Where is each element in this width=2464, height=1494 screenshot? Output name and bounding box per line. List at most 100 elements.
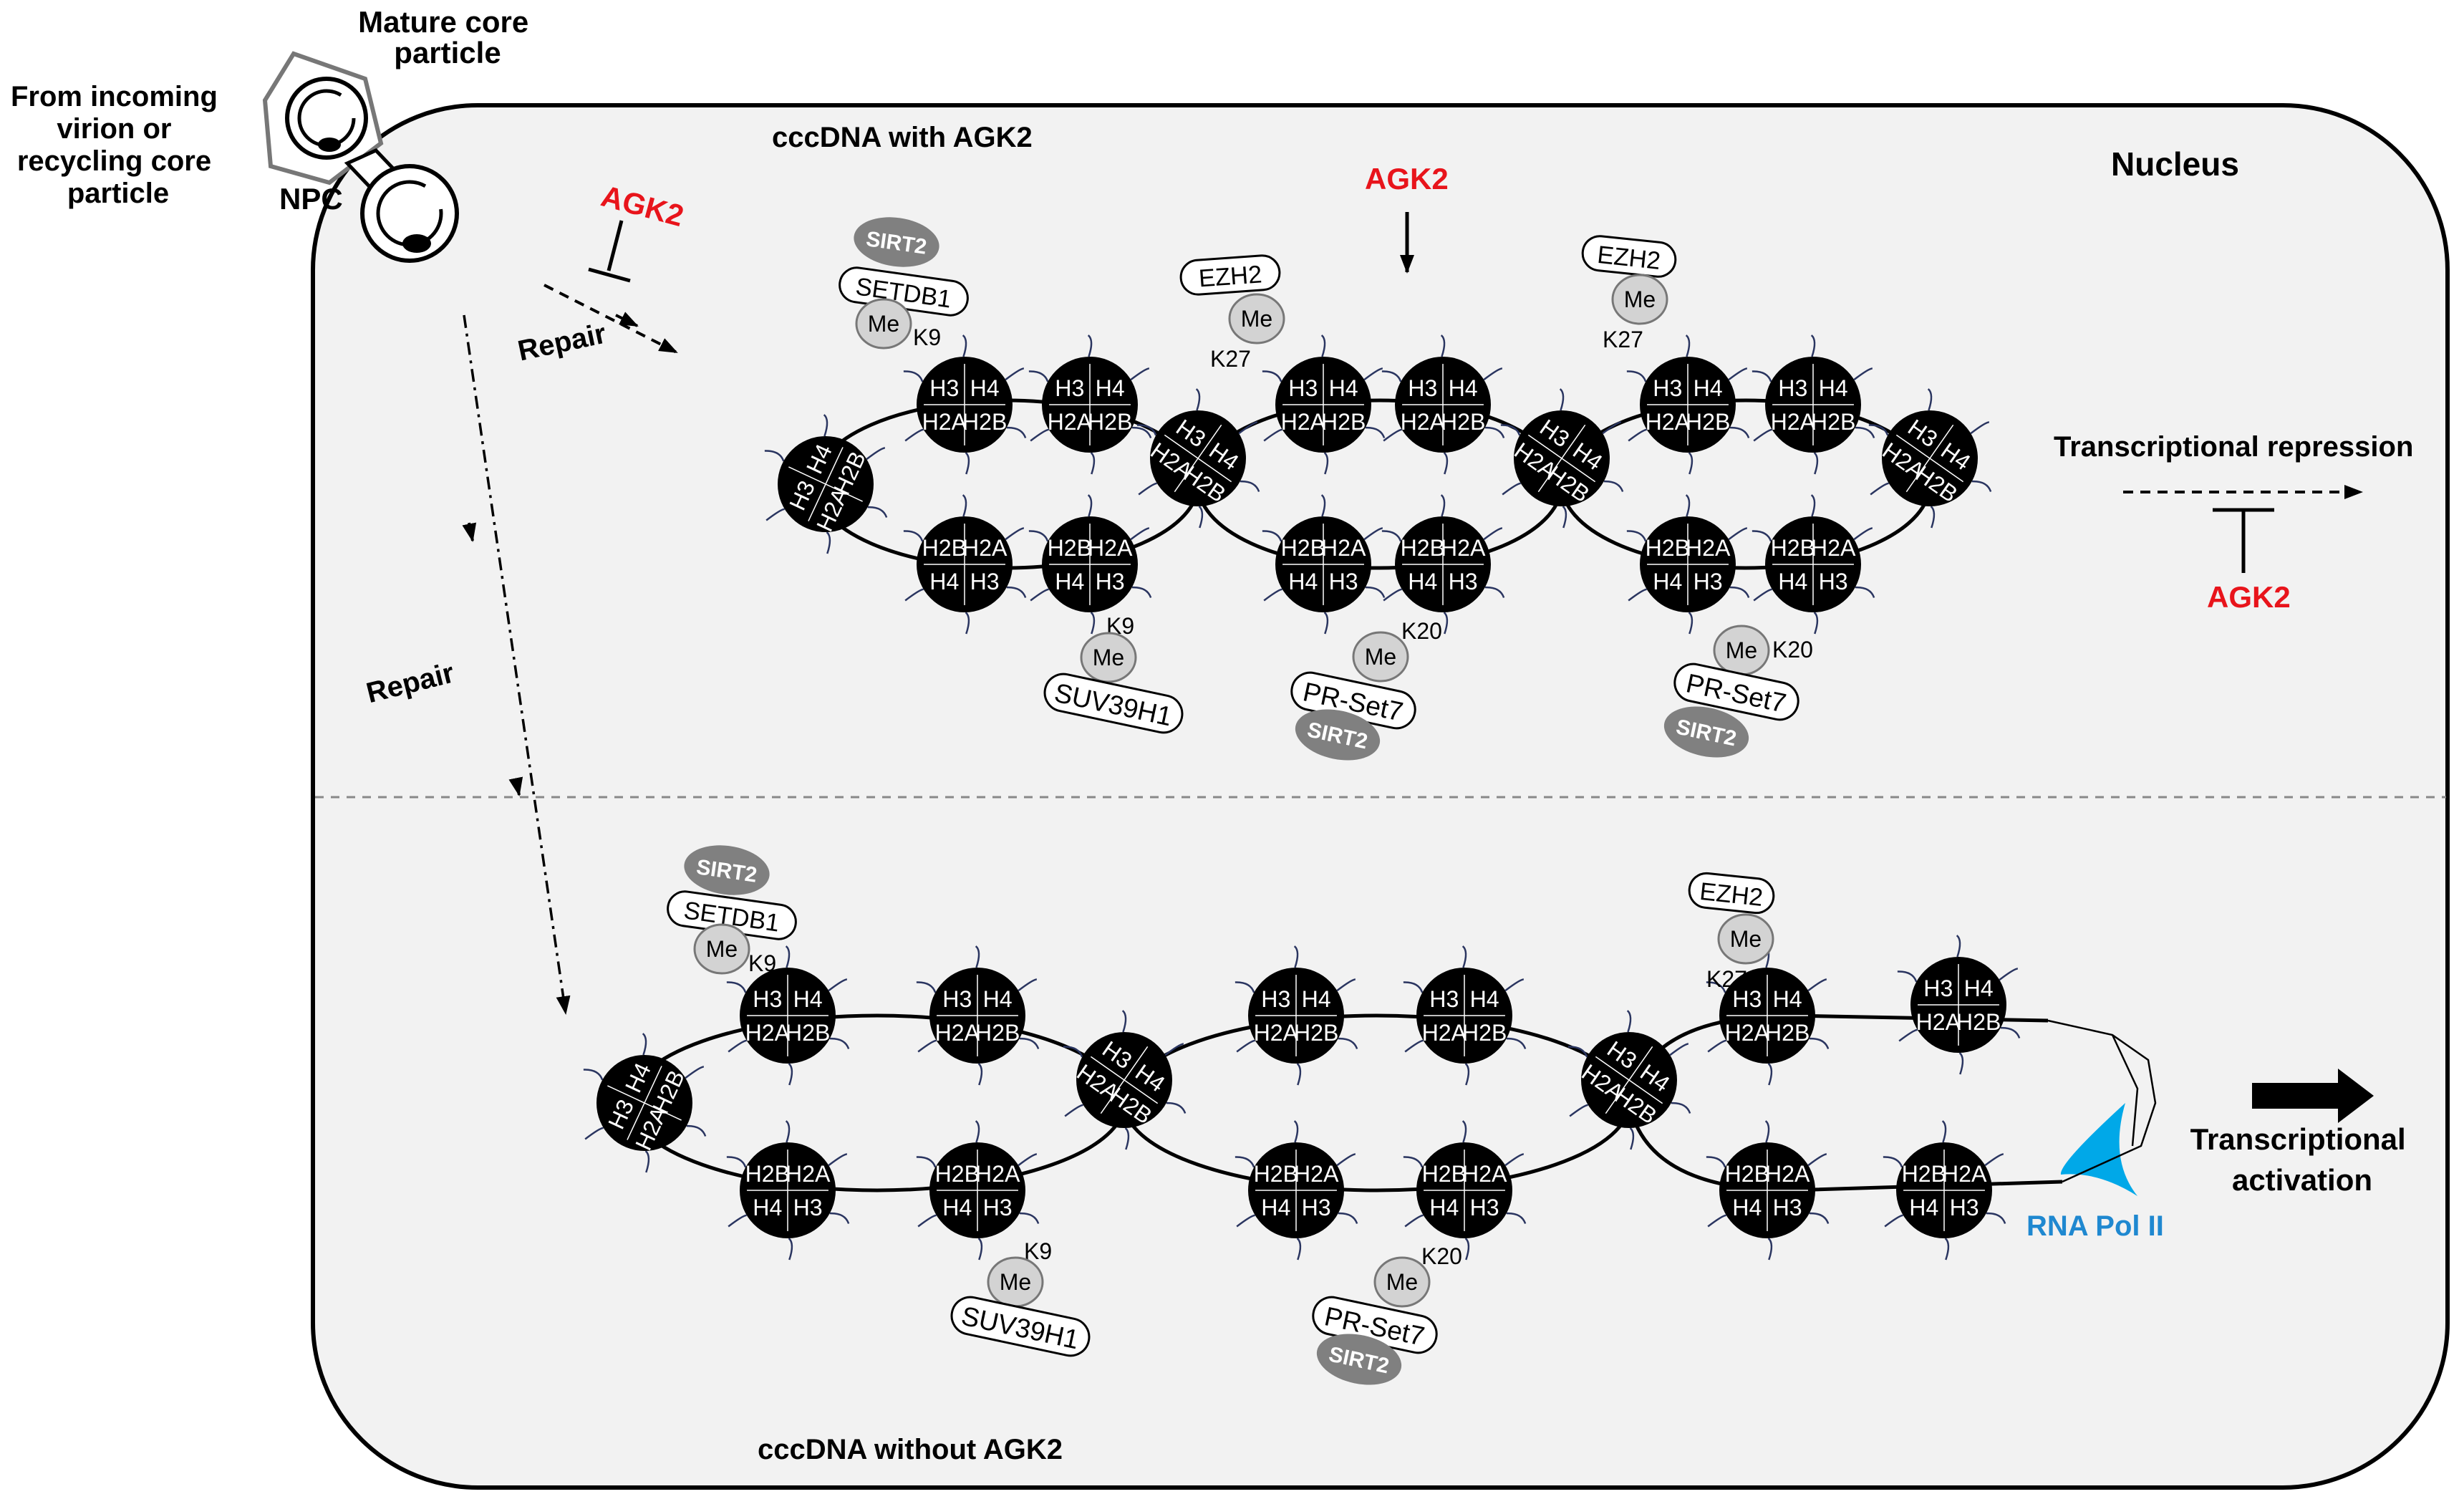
histone-label: H2A [1321, 535, 1366, 561]
histone-tail [1941, 1120, 1947, 1143]
histone-tail [1567, 1046, 1588, 1058]
histone-tail [2000, 1026, 2021, 1038]
me-badge: Me [1717, 913, 1774, 965]
histone-tail [1124, 1127, 1130, 1150]
histone-tail [1506, 1037, 1527, 1049]
histone-tail [1628, 588, 1647, 602]
histone-tail [1628, 428, 1647, 442]
histone-tail [1198, 506, 1204, 529]
histone-tail [1130, 527, 1150, 541]
histone-tail [728, 1214, 747, 1228]
histone-tail [1262, 530, 1282, 542]
histone-tail [1296, 1238, 1302, 1261]
me-badge: Me [693, 923, 750, 975]
histone-tail [785, 1120, 791, 1143]
histone-tail [1130, 367, 1150, 381]
histone-tail [1464, 1063, 1470, 1086]
histone-label: H2A [786, 1161, 831, 1187]
histone-tail [1500, 424, 1521, 436]
histone-label: H2A [1088, 535, 1133, 561]
histone-tail [1930, 506, 1936, 529]
me-label: Me [706, 936, 738, 962]
histone-tail [1809, 1212, 1830, 1224]
histone-tail [1365, 586, 1386, 598]
histone-tail [1944, 1238, 1950, 1261]
histone-label: H2B [1321, 409, 1366, 435]
histone-label: H2A [1686, 535, 1731, 561]
histone-tail [1706, 1156, 1726, 1168]
histone-tail [1729, 586, 1750, 598]
histone-label: H3 [1923, 975, 1953, 1001]
histone-label: H3 [1819, 569, 1848, 594]
histone-label: H3 [1778, 375, 1807, 401]
histone-label: H2A [1462, 1161, 1507, 1187]
histone-tail [1030, 588, 1049, 602]
histone-label: H2A [1765, 1161, 1810, 1187]
histone-tail [917, 1039, 937, 1053]
histone-label: H2A [1401, 409, 1446, 435]
histone-label: H3 [1694, 569, 1723, 594]
histone-label: H3 [1950, 1195, 1979, 1220]
histone-tail [1506, 1212, 1527, 1224]
histone-label: H4 [1819, 375, 1848, 401]
histone-tail [903, 530, 924, 542]
histone-tail [1403, 1156, 1424, 1168]
histone-tail [1019, 1212, 1040, 1224]
histone-label: H2A [1916, 1009, 1961, 1035]
histone-tail [1688, 612, 1694, 635]
histone-tail [1688, 452, 1694, 475]
repression-block: Transcriptional repression AGK2 [2054, 431, 2413, 614]
histone-tail [1018, 978, 1038, 992]
histone-tail [1855, 426, 1875, 438]
histone-tail [1958, 1052, 1964, 1075]
sirt2-badge: SIRT2 [1663, 706, 1749, 758]
histone-tail [1164, 1043, 1184, 1056]
histone-tail [1336, 978, 1356, 992]
histone-tail [1626, 370, 1647, 382]
histone-tail [916, 1156, 937, 1168]
me-badge: Me [855, 298, 912, 350]
histone-tail [1338, 1037, 1358, 1049]
histone-tail [1262, 370, 1282, 382]
histone-label: H2A [1811, 535, 1856, 561]
histone-label: H2A [922, 409, 967, 435]
histone-label: H2A [745, 1020, 791, 1046]
histone-tail [1569, 1104, 1588, 1117]
residue-k20: K20 [1401, 618, 1442, 644]
histone-tail [1626, 1010, 1632, 1033]
histone-tail [1669, 1043, 1689, 1056]
histone-label: H3 [942, 986, 972, 1012]
sirt2-badge: SIRT2 [1316, 1334, 1402, 1385]
histone-label: H2A [1725, 1020, 1770, 1046]
histone-tail [1443, 452, 1449, 475]
histone-tail [1238, 421, 1258, 435]
sirt2-badge: SIRT2 [1295, 709, 1381, 761]
histone-tail [1671, 1102, 1691, 1114]
rna-pol-ii-label: RNA Pol II [2026, 1210, 2164, 1242]
histone-label: H3 [1773, 1195, 1802, 1220]
histone-tail [917, 1214, 937, 1228]
histone-tail [1131, 586, 1152, 598]
me-badge: Me [1228, 293, 1285, 344]
histone-tail [1320, 334, 1326, 357]
histone-tail [1752, 370, 1772, 382]
histone-tail [1320, 494, 1326, 517]
histone-tail [1403, 981, 1424, 993]
histone-tail [1807, 978, 1827, 992]
histone-label: H4 [1909, 1195, 1938, 1220]
histone-label: H3 [983, 1195, 1013, 1220]
histone-label: H2A [1254, 1020, 1299, 1046]
me-badge: Me [1080, 632, 1137, 683]
histone-label: H2A [1422, 1020, 1467, 1046]
without-agk2-label: cccDNA without AGK2 [758, 1434, 1063, 1465]
histone-label: H4 [1732, 1195, 1762, 1220]
